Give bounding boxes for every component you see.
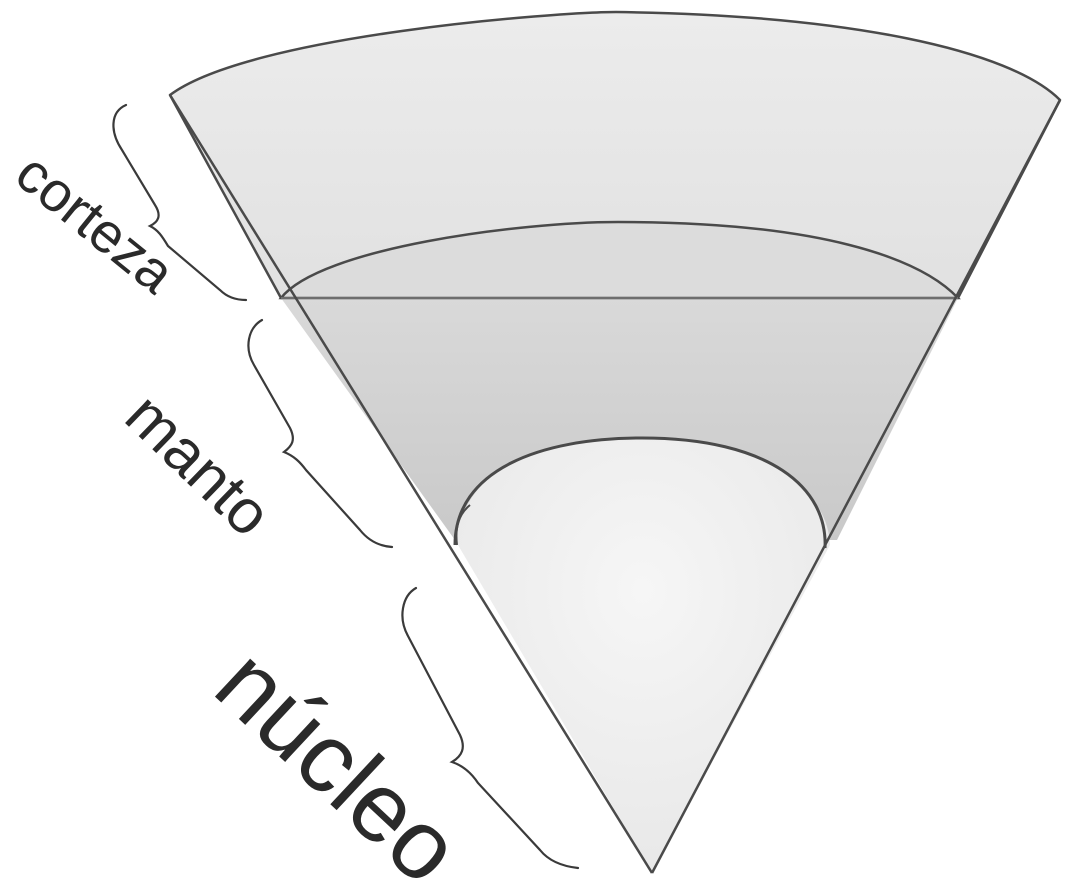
crust-label: corteza: [4, 140, 187, 305]
mantle-label: manto: [112, 380, 284, 549]
core-label: núcleo: [196, 627, 482, 881]
core-layer: [455, 438, 830, 873]
